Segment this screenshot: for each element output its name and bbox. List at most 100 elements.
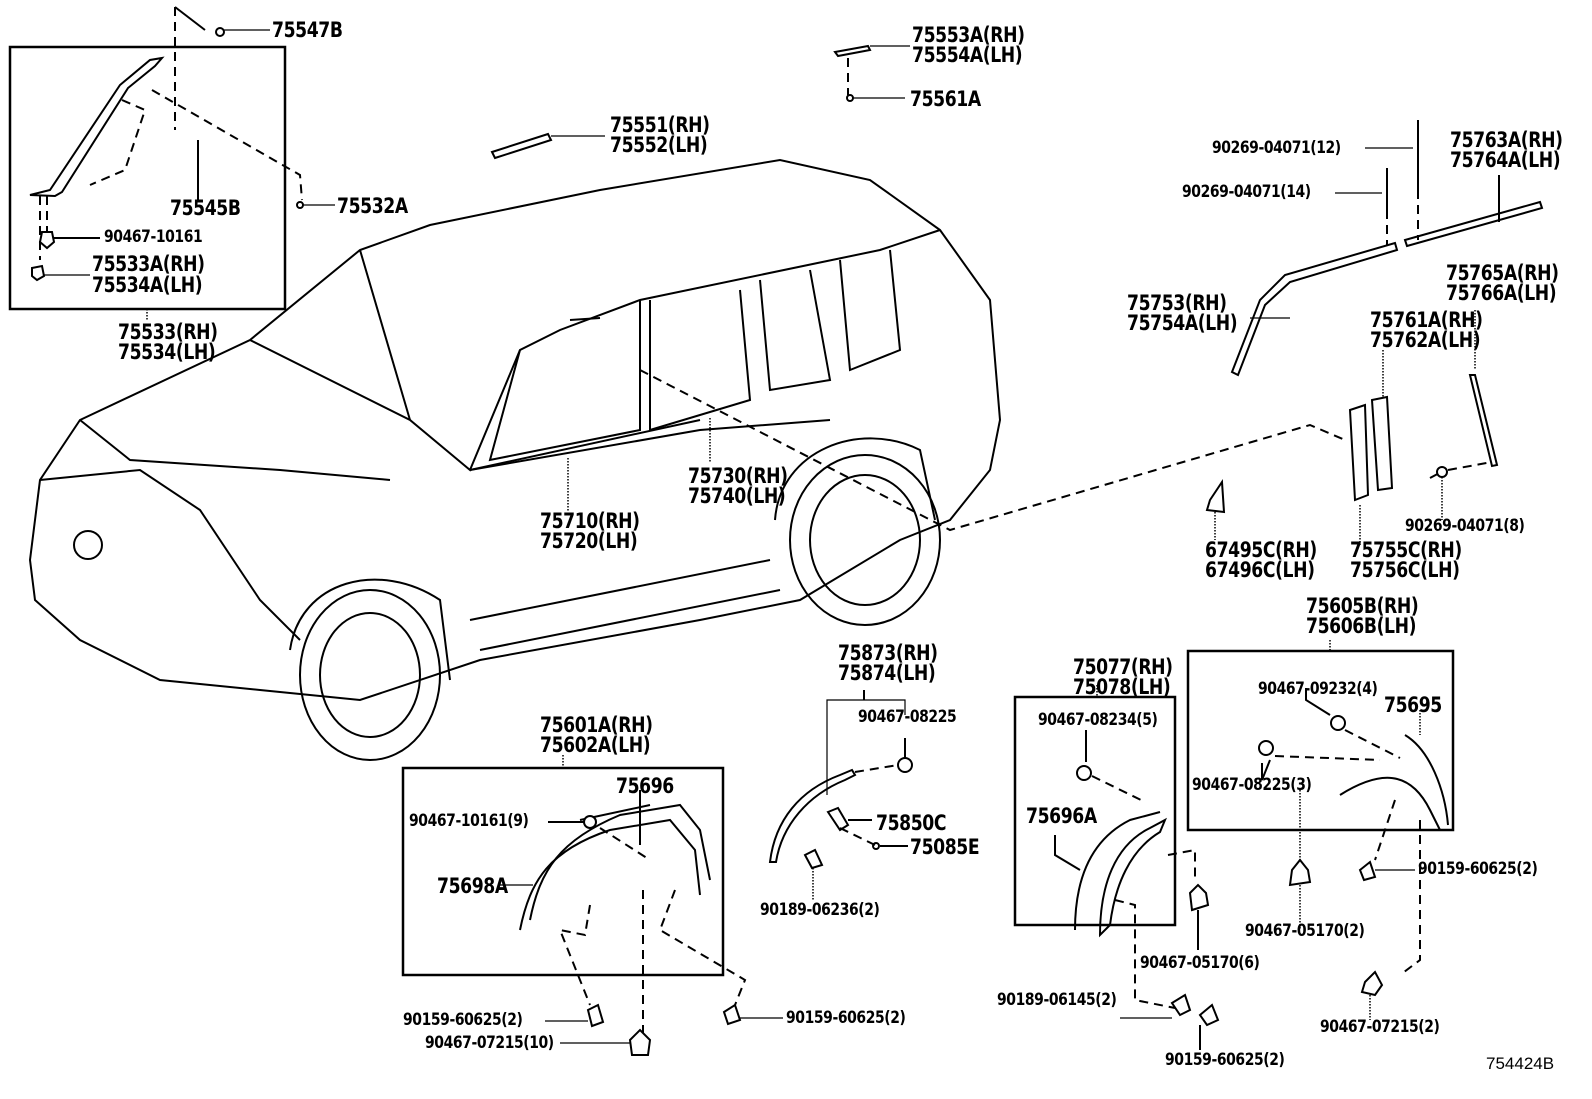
rear-arch-assembly-box	[1013, 695, 1177, 927]
label-75730: 75730(RH)	[688, 464, 788, 488]
screw-90159-right	[722, 1003, 742, 1026]
clip-75561a	[846, 94, 854, 102]
label-75553a: 75553A(RH)	[912, 23, 1025, 47]
label-75552: 75552(LH)	[610, 133, 708, 157]
front-arch-moulding-75696	[529, 803, 711, 921]
label-75720: 75720(LH)	[540, 529, 638, 553]
label-90159-60625-bottom: 90159-60625(2)	[1165, 1050, 1285, 1070]
clip-75547b	[215, 27, 225, 37]
nut-90467-08225-3	[1258, 740, 1274, 756]
label-75740: 75740(LH)	[688, 484, 786, 508]
label-75873: 75873(RH)	[838, 641, 938, 665]
label-67495c: 67495C(RH)	[1205, 538, 1317, 562]
label-75696: 75696	[616, 774, 674, 798]
label-75710: 75710(RH)	[540, 509, 640, 533]
label-75534: 75534(LH)	[118, 340, 216, 364]
clip-90467-05170-2	[1288, 858, 1312, 887]
moulding-75551	[490, 132, 553, 160]
label-75534a: 75534A(LH)	[92, 273, 203, 297]
rear-arch-moulding-75695	[1339, 776, 1441, 831]
nut-90467-08234	[1076, 765, 1092, 781]
label-75605b: 75605B(RH)	[1306, 594, 1419, 618]
label-75755c: 75755C(RH)	[1350, 538, 1462, 562]
label-75533a: 75533A(RH)	[92, 252, 205, 276]
clip-90189-06236	[803, 848, 824, 870]
label-90467-10161-9: 90467-10161(9)	[409, 811, 529, 831]
roof-parts	[490, 44, 910, 160]
label-90467-08225: 90467-08225	[858, 707, 957, 727]
label-90269-04071-12: 90269-04071(12)	[1212, 138, 1341, 158]
mudguard-group	[768, 690, 913, 900]
label-75085e: 75085E	[910, 835, 980, 859]
label-75545b: 75545B	[170, 196, 241, 220]
label-90159-60625-left: 90159-60625(2)	[403, 1010, 523, 1030]
label-90467-07215-10: 90467-07215(10)	[425, 1033, 554, 1053]
rear-arch-right-group	[1186, 640, 1455, 1020]
screw-90159-lower	[1198, 1003, 1220, 1027]
label-75695: 75695	[1384, 693, 1442, 717]
screw-90159-left	[586, 1003, 605, 1028]
nut-90467-10161-9	[583, 815, 597, 829]
rear-arch-left-group	[1013, 685, 1220, 1050]
label-75547b: 75547B	[272, 18, 343, 42]
clip-75532a	[296, 201, 304, 209]
nut-90467-08225	[897, 757, 913, 773]
garnish-67495c	[1205, 478, 1226, 514]
label-75766a: 75766A(LH)	[1446, 281, 1557, 305]
moulding-75553a	[833, 44, 872, 58]
label-75761a: 75761A(RH)	[1370, 308, 1483, 332]
vehicle-body	[28, 158, 1002, 702]
label-75762a: 75762A(LH)	[1370, 328, 1481, 352]
rear-arch-moulding-75696a	[1074, 811, 1161, 931]
moulding-75765a	[1468, 374, 1499, 468]
label-75606b: 75606B(LH)	[1306, 614, 1417, 638]
label-90467-05170-2: 90467-05170(2)	[1245, 921, 1365, 941]
rear-door-parts	[1205, 120, 1544, 545]
label-75753: 75753(RH)	[1127, 291, 1227, 315]
a-pillar-garnish-part	[29, 56, 165, 198]
clip-75850c	[826, 806, 850, 832]
label-75874: 75874(LH)	[838, 661, 936, 685]
label-75602a: 75602A(LH)	[540, 733, 651, 757]
label-90159-60625-right: 90159-60625(2)	[1418, 859, 1538, 879]
label-67496c: 67496C(LH)	[1205, 558, 1315, 582]
label-75754a: 75754A(LH)	[1127, 311, 1238, 335]
screw-90159-right-lower	[1358, 860, 1377, 882]
label-75850c: 75850C	[876, 811, 947, 835]
emblem	[73, 530, 103, 560]
clip-90467-07215-2	[1360, 970, 1384, 997]
label-75765a: 75765A(RH)	[1446, 261, 1559, 285]
clip-90467-07215-10	[628, 1028, 652, 1056]
label-75551: 75551(RH)	[610, 113, 710, 137]
nut-90467-09232	[1330, 715, 1346, 731]
label-90269-04071-14: 90269-04071(14)	[1182, 182, 1311, 202]
label-75554a: 75554A(LH)	[912, 43, 1023, 67]
garnish-75761a	[1370, 395, 1394, 492]
clip-90467-05170-6	[1188, 883, 1210, 912]
vehicle-outline	[28, 158, 1346, 761]
label-90189-06236: 90189-06236(2)	[760, 900, 880, 920]
rear-wheel	[789, 454, 941, 626]
figure-code: 754424B	[1486, 1054, 1555, 1073]
a-pillar-group	[8, 6, 335, 320]
label-90467-08234: 90467-08234(5)	[1038, 710, 1158, 730]
label-75698a: 75698A	[437, 874, 508, 898]
label-75532a: 75532A	[337, 194, 408, 218]
label-90467-05170-6: 90467-05170(6)	[1140, 953, 1260, 973]
label-90467-09232: 90467-09232(4)	[1258, 679, 1378, 699]
label-90467-10161: 90467-10161	[104, 227, 203, 247]
rivet-90269-8	[1436, 466, 1448, 478]
garnish-75755c	[1348, 403, 1370, 502]
front-wheel-arch-group	[401, 755, 783, 1056]
label-75078: 75078(LH)	[1073, 675, 1171, 699]
front-wheel	[299, 589, 441, 761]
label-75561a: 75561A	[910, 87, 981, 111]
front-arch-assembly-box	[401, 766, 725, 977]
nut-90467-10161	[38, 231, 56, 250]
rear-arch-right-box	[1186, 649, 1455, 832]
label-90269-04071-8: 90269-04071(8)	[1405, 516, 1525, 536]
label-75764a: 75764A(LH)	[1450, 148, 1561, 172]
label-75696a: 75696A	[1026, 804, 1097, 828]
label-90189-06145: 90189-06145(2)	[997, 990, 1117, 1010]
